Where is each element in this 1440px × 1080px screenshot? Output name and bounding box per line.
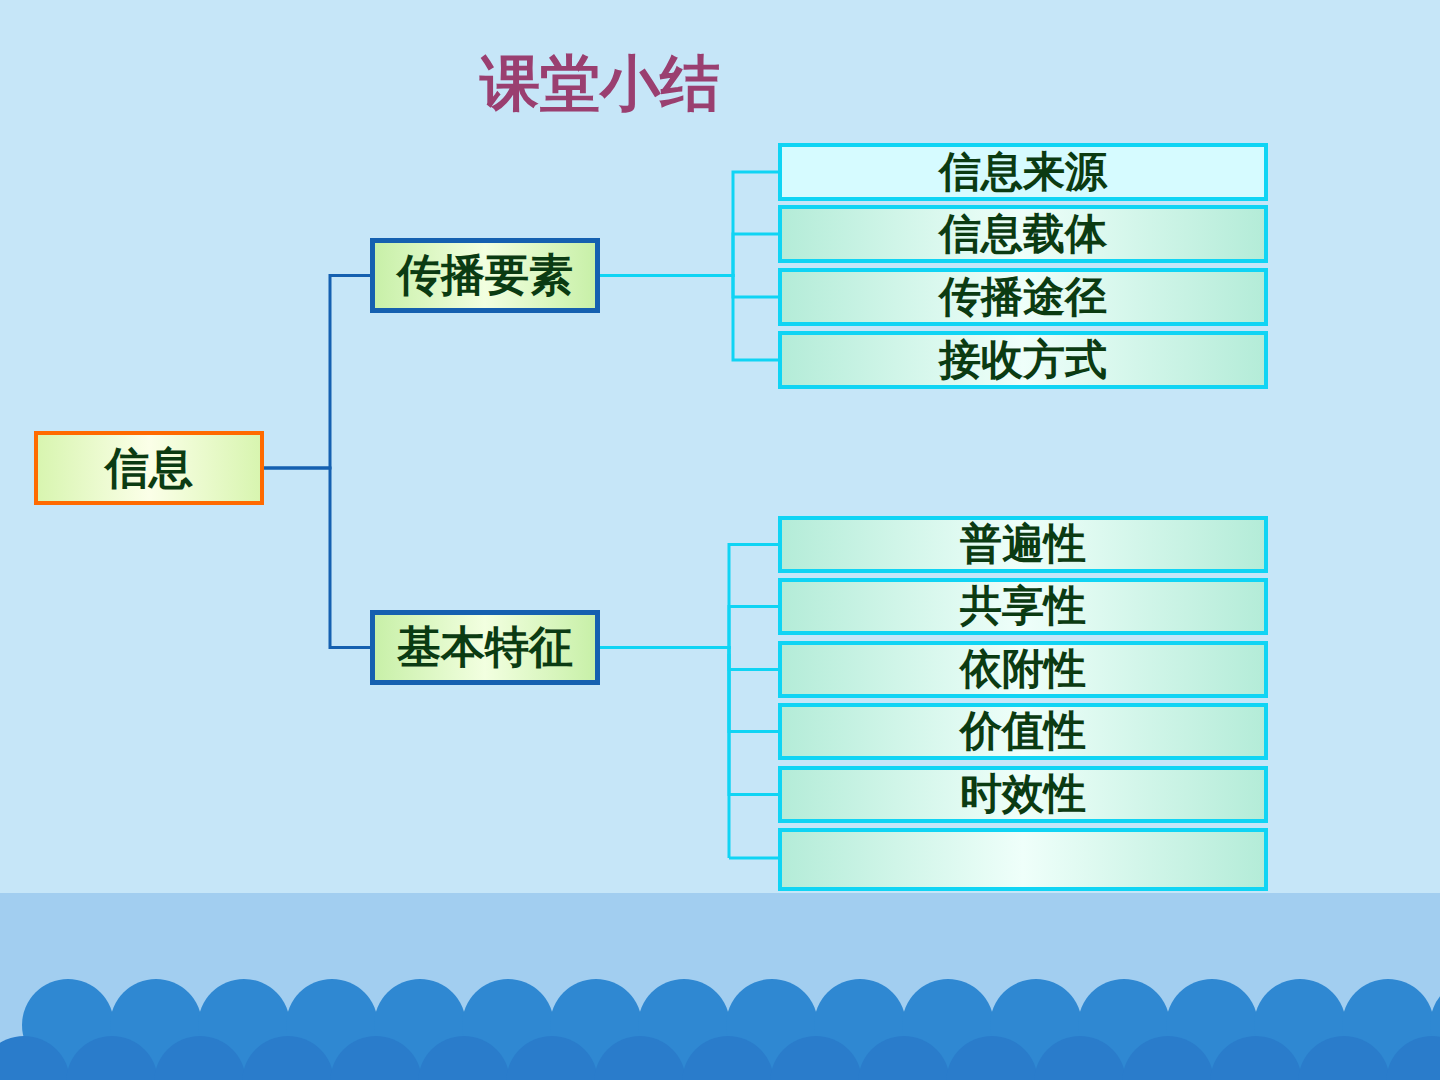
node-label: 价值性 bbox=[960, 709, 1086, 753]
wave-circle bbox=[1298, 1036, 1390, 1080]
leaf-box: 信息来源 bbox=[778, 143, 1268, 201]
tree-connector bbox=[600, 648, 778, 670]
tree-connector bbox=[264, 468, 370, 648]
slide-title: 课堂小结 bbox=[440, 44, 760, 125]
node-label: 传播途径 bbox=[939, 275, 1107, 319]
leaf-box: 依附性 bbox=[778, 641, 1268, 698]
wave-circle bbox=[594, 1036, 686, 1080]
leaf-box: 价值性 bbox=[778, 703, 1268, 760]
node-label: 接收方式 bbox=[939, 338, 1107, 382]
bracket-line bbox=[728, 654, 731, 858]
tree-connector bbox=[600, 648, 778, 795]
node-label: 共享性 bbox=[960, 584, 1086, 628]
tree-connector bbox=[600, 172, 778, 276]
node-label: 信息 bbox=[105, 445, 193, 491]
node-label: 依附性 bbox=[960, 647, 1086, 691]
tree-connector bbox=[600, 276, 778, 361]
wave-circle bbox=[770, 1036, 862, 1080]
wave-pattern bbox=[0, 979, 1440, 1080]
branch-box: 基本特征 bbox=[370, 610, 600, 685]
node-label: 普遍性 bbox=[960, 522, 1086, 566]
tree-connector bbox=[600, 648, 778, 732]
node-label: 基本特征 bbox=[397, 624, 573, 670]
empty-box bbox=[778, 828, 1268, 891]
wave-circle bbox=[1386, 1036, 1440, 1080]
node-label: 时效性 bbox=[960, 772, 1086, 816]
leaf-box: 普遍性 bbox=[778, 516, 1268, 573]
bracket-line bbox=[729, 857, 778, 860]
tree-connector bbox=[264, 276, 370, 469]
wave-circle bbox=[242, 1036, 334, 1080]
wave-circle bbox=[1210, 1036, 1302, 1080]
node-label: 信息载体 bbox=[939, 212, 1107, 256]
wave-circle bbox=[418, 1036, 510, 1080]
node-label: 信息来源 bbox=[939, 150, 1107, 194]
leaf-box: 时效性 bbox=[778, 766, 1268, 823]
wave-circle bbox=[0, 1036, 70, 1080]
wave-circle bbox=[1034, 1036, 1126, 1080]
wave-circle bbox=[66, 1036, 158, 1080]
tree-connector bbox=[600, 276, 778, 298]
wave-circle bbox=[1122, 1036, 1214, 1080]
wave-circle bbox=[858, 1036, 950, 1080]
node-label: 传播要素 bbox=[397, 252, 573, 298]
tree-connector bbox=[600, 234, 778, 276]
leaf-box: 传播途径 bbox=[778, 268, 1268, 326]
wave-circle bbox=[506, 1036, 598, 1080]
tree-connector bbox=[600, 607, 778, 648]
tree-connector bbox=[600, 545, 778, 648]
root-box: 信息 bbox=[34, 431, 264, 505]
leaf-box: 共享性 bbox=[778, 578, 1268, 635]
wave-circle bbox=[154, 1036, 246, 1080]
leaf-box: 信息载体 bbox=[778, 205, 1268, 263]
leaf-box: 接收方式 bbox=[778, 331, 1268, 389]
wave-circle bbox=[946, 1036, 1038, 1080]
branch-box: 传播要素 bbox=[370, 238, 600, 313]
wave-circle bbox=[682, 1036, 774, 1080]
wave-circle bbox=[330, 1036, 422, 1080]
